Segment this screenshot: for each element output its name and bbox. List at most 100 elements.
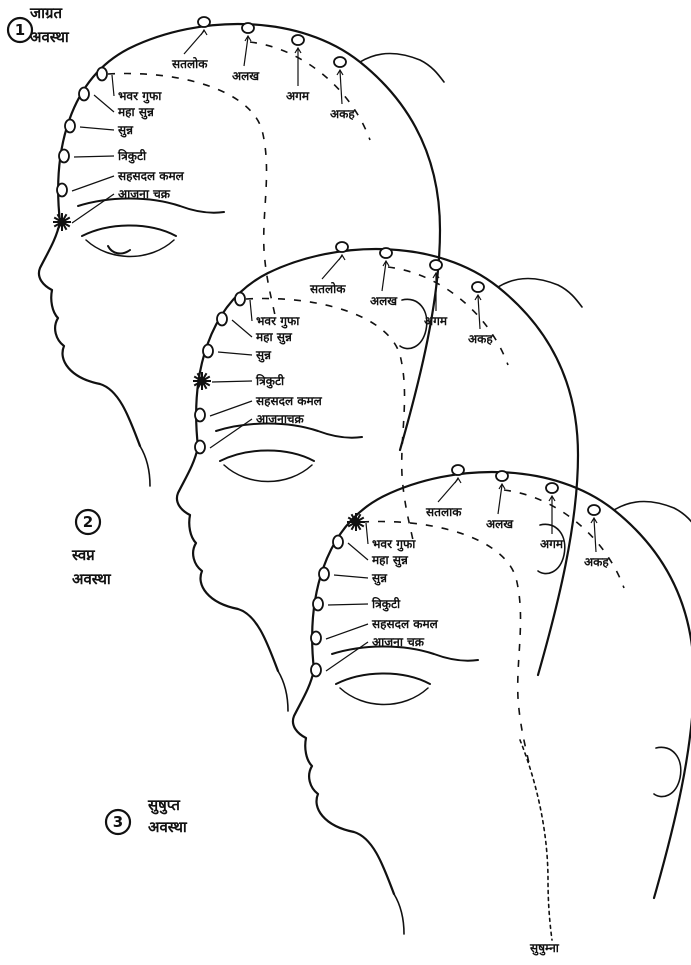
pointer-arrow: [94, 95, 114, 112]
node-satlok: [336, 242, 348, 252]
label-sunn: सुन्न: [371, 571, 388, 586]
label-sahasdal: सहसदल कमल: [117, 169, 185, 183]
hair-line: [498, 279, 582, 308]
state-subtitle-1: अवस्था: [30, 28, 70, 46]
pointer-arrow: [244, 37, 248, 66]
node-alakh: [242, 23, 254, 33]
node-satlok: [452, 465, 464, 475]
label-bhanvar: भवर गुफा: [372, 537, 416, 552]
hair-line: [614, 502, 691, 531]
pointer-arrow: [80, 127, 114, 130]
state-number-3: 3: [113, 813, 123, 831]
neck: [278, 671, 288, 711]
eye-upper: [220, 451, 314, 462]
pointer-arrow: [232, 320, 252, 337]
ear: [400, 299, 427, 348]
node-trikuti: [313, 598, 323, 611]
label-agam: अगम: [286, 89, 310, 103]
label-trikuti: त्रिकुटी: [255, 374, 285, 389]
ear: [654, 747, 681, 796]
head-3: भवर गुफामहा सुन्न सुन्न त्रिकुटी सहसदल कमल आ…: [293, 465, 691, 934]
node-akah: [588, 505, 600, 515]
node-sahasdal: [195, 409, 205, 422]
node-sunn: [319, 568, 329, 581]
state-name-1: जाग्रत: [29, 4, 63, 22]
label-ajna: आजना चक्र: [372, 635, 425, 649]
label-trikuti: त्रिकुटी: [371, 597, 401, 612]
label-akah: अकह: [330, 107, 355, 121]
eye-lower: [86, 240, 174, 257]
pointer-arrow: [498, 485, 502, 514]
label-sahasdal: सहसदल कमल: [255, 394, 323, 408]
node-sunn: [203, 345, 213, 358]
node-satlok: [198, 17, 210, 27]
node-bhanvar: [97, 68, 107, 81]
node-agam: [292, 35, 304, 45]
pointer-arrow: [212, 381, 252, 382]
eye-lower: [340, 688, 428, 705]
pointer-arrow: [210, 419, 252, 448]
head-outline: [39, 24, 440, 450]
node-agam: [430, 260, 442, 270]
state-name-2: स्वप्न: [71, 546, 96, 564]
arrow-head: [455, 478, 461, 483]
eye-upper: [82, 226, 176, 237]
node-ajna: [195, 441, 205, 454]
label-mahasunn: महा सुन्न: [371, 553, 409, 568]
pointer-arrow: [72, 194, 114, 223]
node-agam: [546, 483, 558, 493]
arrow-head: [201, 30, 207, 35]
label-agam: अगम: [540, 537, 564, 551]
state-name-3: सुषुप्त: [147, 796, 181, 815]
pointer-arrow: [334, 575, 368, 578]
label-satlok: सतलाक: [425, 505, 462, 519]
label-alakh: अलख: [486, 517, 514, 531]
pointer-arrow: [326, 624, 368, 639]
pointer-arrow: [74, 156, 114, 157]
pointer-arrow: [210, 401, 252, 416]
pointer-arrow: [348, 543, 368, 560]
neck: [140, 446, 150, 486]
neck: [394, 894, 404, 934]
node-alakh: [496, 471, 508, 481]
pointer-arrow: [366, 523, 368, 544]
label-sahasdal: सहसदल कमल: [371, 617, 439, 631]
pointer-arrow: [594, 519, 596, 552]
label-akah: अकह: [468, 332, 493, 346]
label-bhanvar: भवर गुफा: [118, 89, 162, 104]
pointer-arrow: [326, 642, 368, 671]
label-alakh: अलख: [232, 69, 260, 83]
state-number-1: 1: [15, 21, 25, 39]
node-sahasdal: [311, 632, 321, 645]
eye-lower: [224, 465, 312, 482]
label-ajna: आजनाचक्र: [256, 412, 305, 426]
spine-line: [520, 740, 552, 940]
label-sunn: सुन्न: [117, 123, 134, 138]
label-trikuti: त्रिकुटी: [117, 149, 147, 164]
node-alakh: [380, 248, 392, 258]
label-ajna: आजना चक्र: [118, 187, 171, 201]
arrow-head: [339, 255, 345, 260]
label-agam: अगम: [424, 314, 448, 328]
consciousness-star-icon: [53, 213, 71, 231]
pointer-arrow: [340, 71, 342, 104]
head-outline: [293, 472, 691, 898]
node-akah: [334, 57, 346, 67]
label-mahasunn: महा सुन्न: [117, 105, 155, 120]
node-bhanvar: [235, 293, 245, 306]
label-bhanvar: भवर गुफा: [256, 314, 300, 329]
label-mahasunn: महा सुन्न: [255, 330, 293, 345]
node-mahasunn: [79, 88, 89, 101]
label-sunn: सुन्न: [255, 348, 272, 363]
label-satlok: सतलोक: [309, 282, 346, 296]
node-trikuti: [59, 150, 69, 163]
label-alakh: अलख: [370, 294, 398, 308]
pointer-arrow: [250, 300, 252, 321]
pointer-arrow: [328, 604, 368, 605]
state-number-2: 2: [83, 513, 93, 531]
pointer-arrow: [72, 176, 114, 191]
consciousness-star-icon: [193, 372, 211, 390]
node-akah: [472, 282, 484, 292]
consciousness-star-icon: [347, 513, 365, 531]
